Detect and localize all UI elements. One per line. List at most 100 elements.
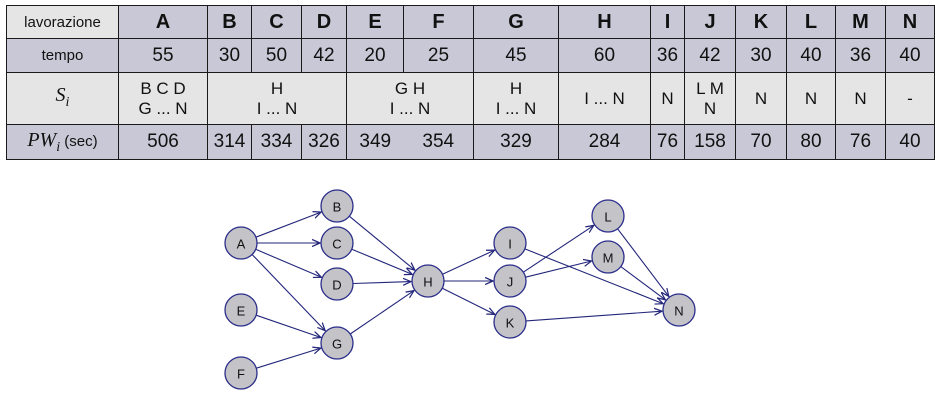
job-header-i: I [650, 5, 685, 39]
successors-k: N [735, 72, 787, 125]
node-i: I [493, 226, 527, 260]
pw-n: 40 [885, 124, 935, 160]
pw-g: 329 [473, 124, 559, 160]
job-header-n: N [885, 5, 935, 39]
node-label-e: E [237, 304, 246, 319]
node-m: M [591, 240, 625, 274]
job-header-k: K [735, 5, 787, 39]
si-symbol: Si [55, 83, 70, 110]
node-label-h: H [423, 275, 432, 290]
edge-f-g [256, 348, 321, 369]
pw-m: 76 [835, 124, 886, 160]
tempo-h: 60 [558, 38, 651, 73]
pw-e: 349 [346, 124, 404, 160]
node-a: A [224, 226, 258, 260]
tempo-a: 55 [118, 38, 208, 73]
edge-e-g [255, 314, 321, 337]
tempo-l: 40 [786, 38, 836, 73]
node-g: G [320, 326, 354, 360]
pw-symbol: PWi [27, 128, 61, 155]
pw-l: 80 [786, 124, 836, 160]
edge-a-d [255, 248, 322, 277]
job-header-e: E [346, 5, 404, 39]
node-k: K [493, 305, 527, 339]
edge-l-n [617, 228, 669, 297]
edge-h-i [442, 250, 495, 275]
node-label-c: C [332, 237, 341, 252]
node-circle-b [320, 189, 354, 223]
node-circle-h [411, 264, 445, 298]
node-circle-c [320, 226, 354, 260]
node-n: N [662, 293, 696, 327]
row-lavorazione: lavorazione A B C D E F G H I J K L M N [6, 5, 935, 39]
node-circle-k [493, 305, 527, 339]
pw-k: 70 [735, 124, 787, 160]
node-d: D [320, 267, 354, 301]
row-header-si: Si [6, 72, 119, 125]
edge-a-b [255, 212, 321, 238]
tempo-n: 40 [885, 38, 935, 73]
node-label-j: J [507, 275, 514, 290]
row-header-pw: PWi (sec) [6, 124, 119, 160]
pw-i: 76 [650, 124, 685, 160]
node-label-a: A [237, 237, 246, 252]
edge-h-k [442, 287, 495, 314]
edge-c-h [351, 248, 413, 274]
node-c: C [320, 226, 354, 260]
successors-n: - [885, 72, 935, 125]
node-label-l: L [604, 210, 611, 225]
edge-k-n [525, 311, 662, 322]
node-j: J [493, 264, 527, 298]
pw-a: 506 [118, 124, 208, 160]
job-header-d: D [301, 5, 347, 39]
job-header-g: G [473, 5, 559, 39]
successors-l: N [786, 72, 836, 125]
row-pw: PWi (sec) 506 314 334 326 349 354 329 28… [6, 124, 935, 160]
node-circle-e [224, 293, 258, 327]
tempo-d: 42 [301, 38, 347, 73]
pw-d: 326 [301, 124, 347, 160]
pw-unit: (sec) [64, 132, 98, 150]
job-header-j: J [684, 5, 736, 39]
pw-f: 354 [403, 124, 474, 160]
edge-j-l [522, 225, 594, 273]
tempo-e: 20 [346, 38, 404, 73]
tempo-g: 45 [473, 38, 559, 73]
edge-a-g [251, 254, 325, 331]
row-header-tempo: tempo [6, 38, 119, 73]
graph-nodes: A B C D E F G H IJK L M N [224, 189, 696, 390]
pw-h: 284 [558, 124, 651, 160]
successors-h: I ... N [558, 72, 651, 125]
node-label-m: M [603, 251, 614, 266]
node-e: E [224, 293, 258, 327]
edge-b-h [348, 215, 415, 270]
job-header-l: L [786, 5, 836, 39]
node-l: L [591, 199, 625, 233]
node-label-d: D [332, 278, 341, 293]
edge-g-h [349, 291, 414, 335]
tempo-k: 30 [735, 38, 787, 73]
edge-m-n [620, 266, 666, 300]
job-header-h: H [558, 5, 651, 39]
node-label-n: N [674, 304, 683, 319]
job-header-m: M [835, 5, 886, 39]
node-h: H [411, 264, 445, 298]
node-circle-a [224, 226, 258, 260]
node-f: F [224, 356, 258, 390]
node-circle-l [591, 199, 625, 233]
successors-m: N [835, 72, 886, 125]
node-circle-m [591, 240, 625, 274]
node-circle-d [320, 267, 354, 301]
job-header-f: F [403, 5, 474, 39]
edge-i-n [524, 248, 663, 304]
node-label-b: B [333, 200, 342, 215]
tempo-b: 30 [207, 38, 252, 73]
graph-edges [251, 212, 669, 369]
node-b: B [320, 189, 354, 223]
